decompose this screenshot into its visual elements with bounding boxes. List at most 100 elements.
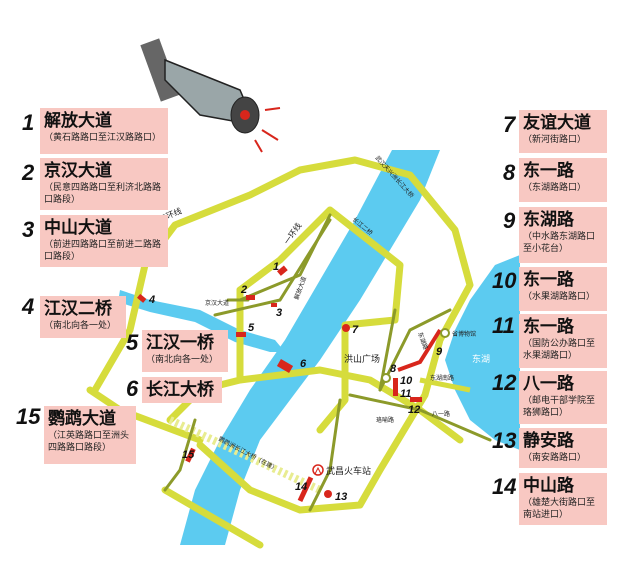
- legend-item-6: 长江大桥: [142, 377, 222, 403]
- marker-label-13: 13: [335, 491, 347, 503]
- museum-node: [440, 328, 450, 338]
- museum-label: 省博物馆: [452, 330, 476, 338]
- bridge-road: [236, 366, 464, 444]
- legend-num-6: 6: [126, 376, 139, 401]
- legend-title: 东一路: [523, 161, 574, 181]
- south-road: [161, 486, 264, 549]
- legend-title: 静安路: [523, 431, 574, 451]
- legend-item-1: 解放大道（黄石路路口至江汉路路口）: [40, 108, 168, 154]
- ring-road-1: [236, 206, 404, 434]
- legend-item-15: 鹦鹉大道（江英路路口至洲头四路路口路段）: [44, 406, 136, 464]
- legend-item-5: 江汉一桥 （南北向各一处）: [142, 330, 228, 372]
- marker-label-6: 6: [300, 358, 307, 370]
- marker-label-10: 10: [400, 375, 413, 387]
- legend-num-1: 1: [22, 110, 35, 135]
- east-lake: [445, 255, 520, 450]
- donghu-south-label: 东湖南路: [430, 374, 454, 382]
- camera-marker-13: [324, 490, 332, 498]
- legend-title: 中山路: [523, 476, 574, 496]
- legend-sub: （中水路东湖路口至小花台）: [523, 232, 596, 254]
- zhongshan-road: [213, 218, 332, 317]
- legend-item-7: 友谊大道 （新河街路口）: [519, 110, 607, 153]
- legend-num-2: 2: [22, 160, 35, 185]
- legend-item-14: 中山路（雄楚大街路口至南站进口）: [519, 473, 607, 525]
- luoyu-label: 珞喻路: [376, 416, 394, 424]
- legend-num-11: 11: [492, 313, 515, 338]
- parrot-road: [163, 418, 197, 492]
- legend-num-5: 5: [126, 330, 139, 355]
- legend-item-9: 东湖路（中水路东湖路口至小花台）: [519, 207, 607, 263]
- legend-sub: （雄楚大街路口至南站进口）: [523, 498, 596, 520]
- surveillance-camera-icon: [140, 38, 281, 153]
- legend-title: 江汉一桥: [146, 333, 214, 353]
- station-label: 武昌火车站: [326, 465, 371, 477]
- camera-marker-1: [277, 265, 288, 276]
- camera-marker-12: [410, 397, 422, 402]
- legend-title: 长江大桥: [146, 380, 214, 400]
- hongshan-square-node: [381, 373, 391, 383]
- legend-title: 江汉二桥: [44, 299, 112, 319]
- legend-sub: （民意四路路口至利济北路路口路段）: [44, 183, 162, 205]
- legend-sub: （国防公办路口至水果湖路口）: [523, 339, 596, 361]
- marker-label-1: 1: [273, 261, 279, 273]
- legend-num-9: 9: [503, 208, 516, 233]
- legend-sub: （南北向各一处）: [146, 355, 219, 365]
- legend-num-12: 12: [492, 370, 517, 395]
- hongshan-label: 洪山广场: [344, 353, 380, 365]
- marker-label-11: 11: [400, 388, 411, 400]
- camera-marker-15: [185, 447, 196, 463]
- camera-marker-14: [297, 476, 314, 503]
- legend-num-8: 8: [503, 160, 516, 185]
- luoyu-road: [348, 393, 492, 442]
- legend-sub: （南北向各一处）: [44, 321, 117, 331]
- marker-label-4: 4: [148, 294, 155, 306]
- camera-marker-3: [271, 303, 277, 307]
- east-lake-label: 东湖: [472, 353, 490, 365]
- legend-num-3: 3: [22, 217, 35, 242]
- marker-label-9: 9: [436, 346, 443, 358]
- donghu-south-road: [419, 377, 471, 393]
- donghu-road-label: 东湖路: [416, 331, 430, 351]
- marker-label-7: 7: [352, 324, 359, 336]
- jinghan-label: 京汉大道: [205, 299, 229, 307]
- camera-marker-2: [246, 295, 255, 300]
- legend-num-10: 10: [492, 268, 517, 293]
- legend-sub: （南安路路口）: [523, 453, 587, 463]
- legend-item-13: 静安路 （南安路路口）: [519, 428, 607, 468]
- legend-item-4: 江汉二桥 （南北向各一处）: [40, 296, 126, 338]
- camera-marker-7: [342, 324, 350, 332]
- marker-label-14: 14: [295, 481, 307, 493]
- legend-sub: （新河街路口）: [523, 135, 587, 145]
- marker-label-15: 15: [182, 449, 195, 461]
- legend-title: 东湖路: [523, 210, 574, 230]
- legend-item-10: 东一路（水果湖路路口）: [519, 267, 607, 311]
- marker-label-8: 8: [390, 363, 397, 375]
- legend-sub: （前进四路路口至前进二路路口路段）: [44, 240, 162, 262]
- legend-title: 鹦鹉大道: [48, 409, 116, 429]
- donghu-road: [378, 308, 452, 392]
- legend-sub: （东湖路路口）: [523, 183, 587, 193]
- zhongshan-road-south: [308, 398, 342, 512]
- legend-num-14: 14: [492, 474, 517, 499]
- legend-num-4: 4: [22, 294, 35, 319]
- legend-title: 京汉大道: [44, 161, 112, 181]
- station-icon: [312, 464, 324, 476]
- legend-title: 东一路: [523, 317, 574, 337]
- legend-num-15: 15: [16, 404, 41, 429]
- marker-label-2: 2: [240, 284, 247, 296]
- camera-marker-8-9: [397, 328, 442, 372]
- legend-sub: （江英路路口至洲头四路路口路段）: [48, 431, 130, 453]
- legend-title: 友谊大道: [523, 113, 591, 133]
- bayi-label: 八一路: [432, 410, 450, 418]
- camera-marker-10-11: [393, 378, 398, 396]
- legend-item-2: 京汉大道（民意四路路口至利济北路路口路段）: [40, 158, 168, 210]
- legend-item-12: 八一路（邮电干部学院至珞狮路口）: [519, 371, 607, 424]
- camera-marker-5: [236, 332, 246, 337]
- legend-title: 中山大道: [44, 218, 112, 238]
- legend-num-13: 13: [492, 428, 517, 453]
- marker-label-12: 12: [408, 404, 420, 416]
- marker-label-3: 3: [276, 307, 282, 319]
- legend-title: 东一路: [523, 270, 574, 290]
